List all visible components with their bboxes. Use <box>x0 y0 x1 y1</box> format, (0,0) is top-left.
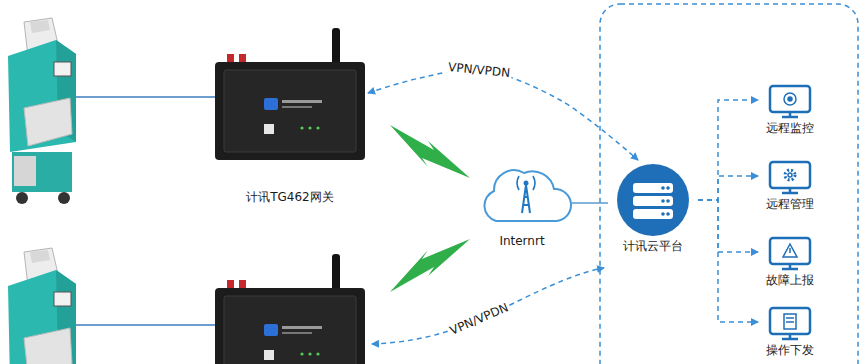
gateway-node: 计讯TG462网关 <box>212 28 368 205</box>
server-icon <box>633 209 673 219</box>
sorter-machine <box>8 248 76 364</box>
server-icon <box>666 199 670 203</box>
function-terminal: 故障上报 <box>758 236 822 288</box>
sorter-machine <box>8 18 76 204</box>
gateway-device <box>215 254 365 364</box>
node-label: 计讯TG462网关 <box>244 190 336 205</box>
monitor-symbol <box>785 170 795 180</box>
node-label: 远程管理 <box>764 197 816 212</box>
connector <box>698 176 758 200</box>
platform-region <box>600 4 858 364</box>
monitor-icon <box>782 112 798 117</box>
cable <box>76 96 215 98</box>
server-icon <box>617 164 689 236</box>
monitor-symbol <box>783 244 797 257</box>
monitor-icon <box>782 334 798 339</box>
connector <box>698 100 758 200</box>
monitor-icon <box>770 162 810 188</box>
node-label: 故障上报 <box>764 273 816 288</box>
node-label: 计讯云平台 <box>621 239 685 254</box>
wireless-bolt <box>390 125 470 178</box>
cloud-icon <box>484 170 571 221</box>
function-terminal: 远程管理 <box>758 160 822 212</box>
monitor-icon <box>782 188 798 193</box>
server-icon <box>661 199 665 203</box>
server-icon <box>633 183 673 193</box>
edge-label: VPN/VPDN <box>445 60 512 80</box>
connector <box>368 69 638 160</box>
server-icon <box>666 186 670 190</box>
cloud-icon <box>522 185 530 213</box>
connector <box>572 202 608 204</box>
server-icon <box>666 212 670 216</box>
monitor-icon <box>770 238 810 264</box>
function-terminal: 操作下发 <box>758 306 822 358</box>
link-label: VPN/VPDN <box>446 300 512 339</box>
internet-cloud: Internrt <box>472 163 572 249</box>
monitor-icon <box>770 308 810 334</box>
monitor-symbol <box>788 97 792 101</box>
monitor-symbol <box>784 93 796 105</box>
node-label: Internrt <box>497 234 546 249</box>
server-icon <box>661 186 665 190</box>
server-icon <box>633 196 673 206</box>
monitor-symbol <box>786 318 794 322</box>
node-label: 操作下发 <box>764 343 816 358</box>
wireless-bolt <box>390 239 470 292</box>
connector <box>698 200 758 252</box>
monitor-symbol <box>788 173 792 177</box>
server-icon <box>661 212 665 216</box>
monitor-symbol <box>784 314 796 329</box>
cloud-platform-server: 计讯云平台 <box>608 160 698 254</box>
cloud-icon <box>524 181 529 186</box>
vpn-link <box>372 268 604 344</box>
gateway-device <box>215 28 365 160</box>
node-label: 远程监控 <box>764 121 816 136</box>
monitor-icon <box>782 264 798 269</box>
cable <box>76 324 215 326</box>
function-terminal: 远程监控 <box>758 84 822 136</box>
connector <box>698 200 758 322</box>
cloud-icon <box>484 170 571 221</box>
monitor-icon <box>770 86 810 112</box>
server-icon <box>617 164 689 236</box>
cloud-icon <box>517 176 535 190</box>
